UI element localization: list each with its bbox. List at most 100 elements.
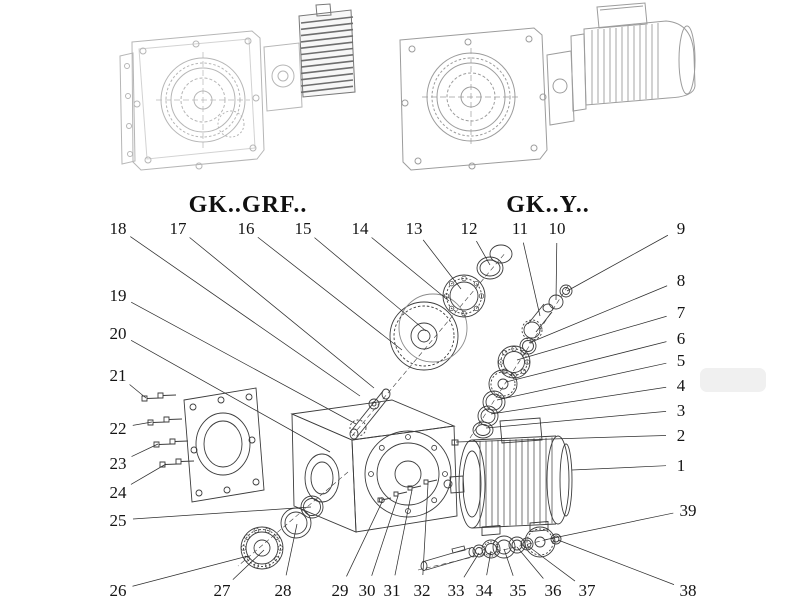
leader-line-16 <box>257 236 403 351</box>
leader-line-17 <box>189 237 375 389</box>
part-number-8: 8 <box>677 271 686 290</box>
leader-line-14 <box>371 237 450 302</box>
leader-line-23 <box>131 443 159 457</box>
part-number-24: 24 <box>110 483 128 502</box>
leader-line-26 <box>132 555 249 587</box>
part-number-20: 20 <box>110 324 127 343</box>
main-bearing <box>442 274 486 318</box>
part-number-38: 38 <box>680 581 697 600</box>
grf-input-housing <box>263 42 303 112</box>
motor <box>443 417 573 536</box>
part-number-25: 25 <box>110 511 127 530</box>
leader-line-22 <box>132 421 153 426</box>
leader-line-21 <box>129 384 147 399</box>
leader-line-13 <box>422 239 462 290</box>
pinion-assembly <box>519 284 573 355</box>
part-number-29: 29 <box>332 581 349 600</box>
leader-line-25 <box>132 506 312 520</box>
leader-line-35 <box>503 548 514 576</box>
bearing-rollers <box>240 527 284 569</box>
motor-shaft-stub <box>449 475 465 494</box>
part-number-28: 28 <box>275 581 292 600</box>
eye-bolt <box>368 398 380 410</box>
exploded-view <box>141 244 573 571</box>
part-number-18: 18 <box>110 219 127 238</box>
grf-side-flange <box>119 52 136 165</box>
part-number-7: 7 <box>677 303 686 322</box>
part-number-30: 30 <box>359 581 376 600</box>
vent-plug <box>451 439 459 446</box>
part-number-26: 26 <box>110 581 127 600</box>
pinion-gear-parts <box>472 369 518 439</box>
bearing-rollers <box>498 346 530 378</box>
part-number-37: 37 <box>579 581 597 600</box>
grf-input-cap <box>298 3 356 98</box>
leader-line-7 <box>516 315 667 361</box>
flange-bolts <box>141 392 195 468</box>
leader-line-18 <box>130 236 361 397</box>
leader-line-31 <box>394 489 413 576</box>
leader-line-1 <box>571 465 667 471</box>
input-shaft-assembly <box>420 526 562 571</box>
leader-line-34 <box>486 550 492 576</box>
part-number-6: 6 <box>677 329 686 348</box>
shim-rings <box>476 244 513 280</box>
shaft-key <box>451 545 466 554</box>
main-gear <box>389 293 468 371</box>
part-number-1: 1 <box>677 456 686 475</box>
leader-line-12 <box>476 240 491 266</box>
part-number-33: 33 <box>448 581 465 600</box>
leader-line-8 <box>528 285 668 344</box>
grf-housing-inner <box>138 38 256 160</box>
part-number-19: 19 <box>110 286 127 305</box>
y-bevel-housing <box>546 50 575 126</box>
leader-line-29 <box>346 501 383 577</box>
leader-line-11 <box>522 242 541 317</box>
leader-line-24 <box>130 463 167 485</box>
leader-line-6 <box>505 341 667 383</box>
part-number-27: 27 <box>214 581 232 600</box>
motor-terminal-box <box>499 417 543 444</box>
part-number-31: 31 <box>384 581 401 600</box>
watermark <box>700 368 766 392</box>
terminal-box <box>596 2 648 29</box>
part-number-39: 39 <box>680 501 697 520</box>
part-number-14: 14 <box>352 219 370 238</box>
leader-line-37 <box>527 545 576 582</box>
leader-line-3 <box>485 411 667 429</box>
leader-line-32 <box>422 483 429 576</box>
bearing-rollers <box>443 275 485 317</box>
leader-line-36 <box>516 546 544 579</box>
leader-line-19 <box>131 301 357 425</box>
grf-housing-outline <box>131 30 265 171</box>
part-number-9: 9 <box>677 219 686 238</box>
output-shaft <box>349 388 391 440</box>
pinion-bearing <box>497 345 531 379</box>
housing-bolt-holes <box>368 434 448 514</box>
motor-fins <box>591 23 659 104</box>
leader-line-33 <box>463 552 480 578</box>
part-number-23: 23 <box>110 454 127 473</box>
part-number-35: 35 <box>510 581 527 600</box>
leader-line-38 <box>557 539 675 585</box>
model-label-y: GK..Y.. <box>506 192 589 218</box>
part-number-10: 10 <box>549 219 566 238</box>
part-number-13: 13 <box>406 219 423 238</box>
part-number-34: 34 <box>476 581 494 600</box>
part-number-5: 5 <box>677 351 686 370</box>
leader-line-39 <box>543 512 674 541</box>
part-number-16: 16 <box>238 219 255 238</box>
leader-line-5 <box>496 362 667 401</box>
model-label-grf: GK..GRF.. <box>189 192 308 218</box>
assembly-axes <box>237 251 569 571</box>
part-number-22: 22 <box>110 419 127 438</box>
gearbox-grf-drawing <box>119 3 356 171</box>
part-number-32: 32 <box>414 581 431 600</box>
leader-line-30 <box>371 495 399 576</box>
leader-line-9 <box>566 234 669 292</box>
leader-line-4 <box>490 386 667 415</box>
part-number-11: 11 <box>512 219 528 238</box>
output-seals <box>240 495 324 570</box>
